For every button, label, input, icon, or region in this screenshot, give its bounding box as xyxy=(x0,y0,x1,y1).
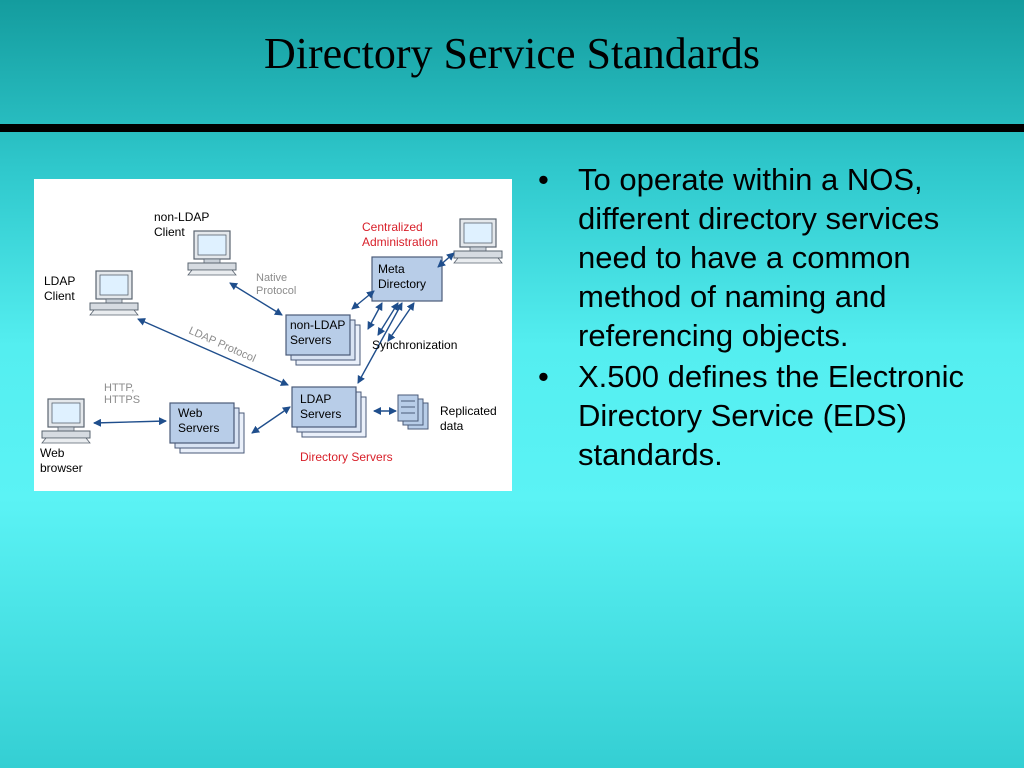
bullet-list: • To operate within a NOS, different dire… xyxy=(534,160,1004,476)
native-protocol-label: Native Protocol xyxy=(256,272,296,297)
ldap-client-computer-icon xyxy=(89,270,139,316)
bullet-text: X.500 defines the Electronic Directory S… xyxy=(578,359,965,472)
bullet-text: To operate within a NOS, different direc… xyxy=(578,162,940,353)
connection-arrows xyxy=(93,252,455,434)
directory-diagram: non-LDAP Client LDAP Client Web browser … xyxy=(34,179,512,491)
ldap-servers-label: LDAP Servers xyxy=(300,392,341,421)
directory-servers-label: Directory Servers xyxy=(300,450,393,464)
synchronization-label: Synchronization xyxy=(372,338,457,352)
web-browser-label: Web browser xyxy=(40,446,83,475)
admin-computer-icon xyxy=(453,218,503,264)
meta-directory-label: Meta Directory xyxy=(378,262,426,291)
web-browser-computer-icon xyxy=(41,398,91,444)
centralized-admin-label: Centralized Administration xyxy=(362,220,438,249)
meta-directory-box xyxy=(371,256,443,302)
non-ldap-servers-label: non-LDAP Servers xyxy=(290,318,349,347)
slide-title: Directory Service Standards xyxy=(263,29,761,78)
non-ldap-client-label: non-LDAP Client xyxy=(154,210,213,239)
non-ldap-client-computer-icon xyxy=(187,230,237,276)
web-servers-label: Web Servers xyxy=(178,406,219,435)
bullet-item: • To operate within a NOS, different dire… xyxy=(534,160,1004,355)
replicated-data-icon xyxy=(397,394,429,430)
http-https-label: HTTP, HTTPS xyxy=(104,382,140,406)
bullet-dot: • xyxy=(538,359,549,394)
diagram-canvas: non-LDAP Client LDAP Client Web browser … xyxy=(40,210,503,475)
bullet-item: • X.500 defines the Electronic Directory … xyxy=(534,357,1004,474)
bullet-dot: • xyxy=(538,162,549,197)
replicated-data-label: Replicated data xyxy=(440,404,500,433)
title-divider xyxy=(0,124,1024,132)
ldap-client-label: LDAP Client xyxy=(44,274,78,303)
